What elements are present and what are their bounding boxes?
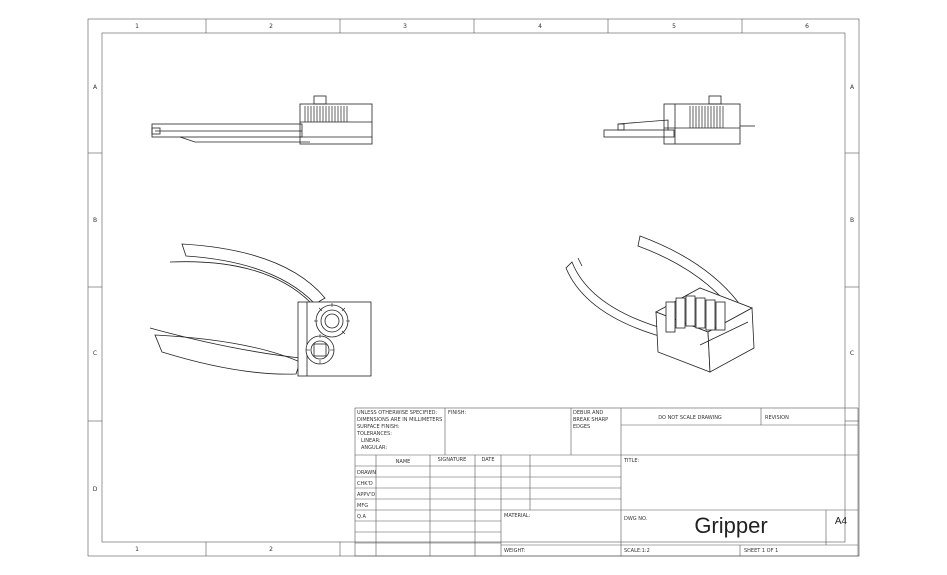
deburr-line-1: DEBUR AND xyxy=(573,410,603,416)
deburr-line-2: BREAK SHARP xyxy=(573,417,608,423)
column-header-name: NAME xyxy=(396,459,411,465)
zone-col-6: 6 xyxy=(805,23,809,30)
sheet-size: A4 xyxy=(835,516,848,527)
row-label-drawn: DRAWN xyxy=(357,470,376,476)
zone-row-a-left: A xyxy=(93,84,98,91)
dwg-no-label: DWG NO. xyxy=(624,516,648,522)
column-header-signature: SIGNATURE xyxy=(438,457,467,463)
row-label-mfg: MFG xyxy=(357,503,368,509)
inner-frame xyxy=(101,32,846,543)
revision-label: REVISION xyxy=(765,415,789,421)
tolerance-line-3: SURFACE FINISH: xyxy=(357,424,400,430)
tolerance-line-1: UNLESS OTHERWISE SPECIFIED: xyxy=(357,410,437,416)
deburr-line-3: EDGES xyxy=(573,424,590,430)
zone-row-a-right: A xyxy=(850,84,855,91)
zone-bottom-col-1: 1 xyxy=(135,546,139,553)
zone-col-1: 1 xyxy=(135,23,139,30)
zone-row-d-left: D xyxy=(93,486,98,493)
zone-row-b-right: B xyxy=(850,217,854,224)
weight-label: WEIGHT: xyxy=(504,548,526,554)
tolerance-line-5: LINEAR: xyxy=(361,438,381,444)
title-block-grid xyxy=(354,407,859,557)
zone-bottom-col-2: 2 xyxy=(269,546,273,553)
zone-col-4: 4 xyxy=(538,23,542,30)
gripper-isometric-view xyxy=(565,235,755,373)
zone-col-2: 2 xyxy=(269,23,273,30)
outer-frame xyxy=(87,18,860,557)
do-not-scale-note: DO NOT SCALE DRAWING xyxy=(658,415,722,421)
sheet-label: SHEET 1 OF 1 xyxy=(744,548,778,554)
gripper-front-view xyxy=(149,243,372,377)
row-label-approved: APPV'D xyxy=(357,492,375,498)
tolerance-line-6: ANGULAR: xyxy=(361,445,387,451)
row-label-checked: CHK'D xyxy=(357,481,373,487)
row-label-qa: Q.A xyxy=(357,514,367,520)
zone-row-c-left: C xyxy=(93,350,97,357)
tolerance-line-2: DIMENSIONS ARE IN MILLIMETERS xyxy=(357,417,442,423)
zone-ticks xyxy=(88,19,859,556)
column-header-date: DATE xyxy=(481,457,494,463)
gripper-side-view xyxy=(603,95,755,145)
zone-row-c-right: C xyxy=(850,350,854,357)
finish-label: FINISH: xyxy=(448,410,466,416)
material-label: MATERIAL: xyxy=(504,513,531,519)
tolerance-line-4: TOLERANCES: xyxy=(356,431,392,437)
title-label: TITLE: xyxy=(623,458,640,464)
drawing-title: Gripper xyxy=(694,513,767,538)
scale-label: SCALE:1:2 xyxy=(624,548,650,554)
zone-row-b-left: B xyxy=(93,217,97,224)
zone-col-3: 3 xyxy=(403,23,407,30)
gripper-top-view xyxy=(151,95,373,145)
zone-col-5: 5 xyxy=(672,23,676,30)
